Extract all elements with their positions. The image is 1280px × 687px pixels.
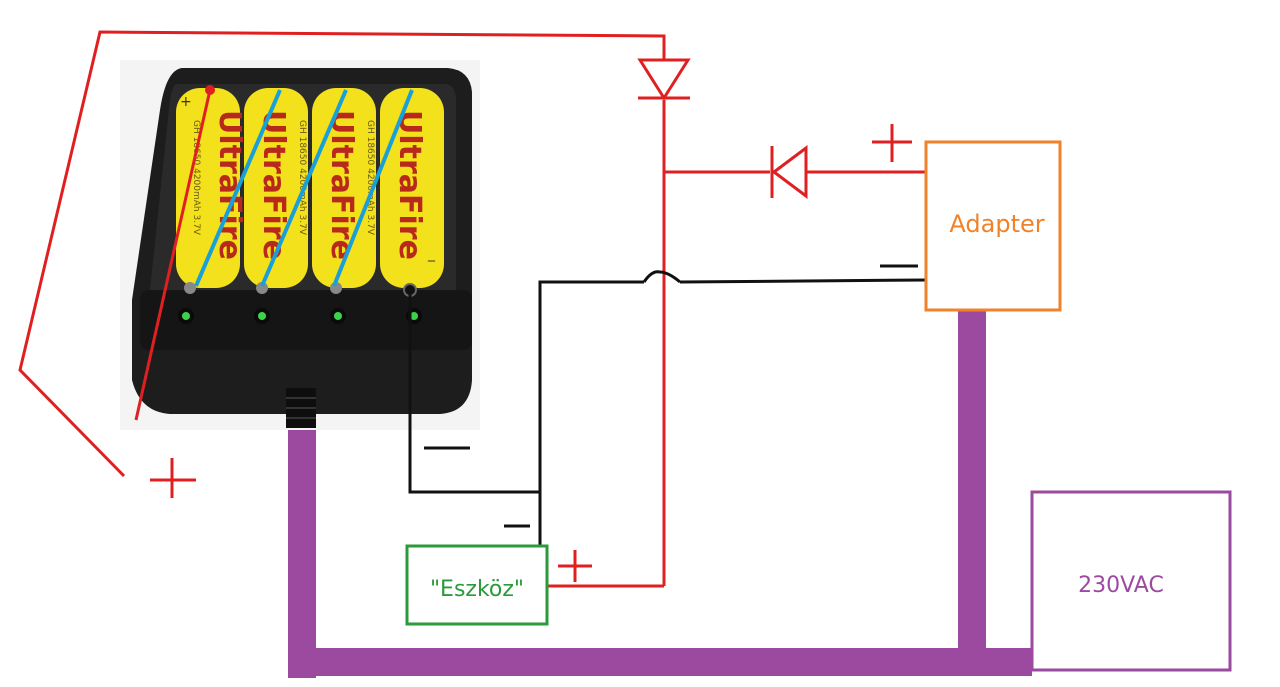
series-links: [194, 89, 414, 287]
eszkoz-label: "Eszköz": [430, 577, 524, 602]
ac-wiring: [288, 310, 1032, 678]
eszkoz-box: "Eszköz": [405, 544, 549, 626]
battery-spec-label-2: GH 18650 4200mAh 3.7V: [297, 120, 307, 236]
ac-source-label: 230VAC: [1078, 573, 1164, 598]
led-3: [334, 312, 342, 320]
led-1: [182, 312, 190, 320]
led-4: [410, 312, 418, 320]
diode-battery: [637, 58, 691, 101]
battery-cell-4: UltraFire _: [380, 88, 444, 288]
positive-wiring: [18, 30, 926, 588]
plus-sign-eszkoz: [558, 550, 592, 582]
plus-sign-adapter: [872, 124, 912, 162]
battery-plus-mark-1: +: [180, 94, 192, 110]
negative-wiring: [408, 270, 927, 546]
battery-cell-2: UltraFire GH 18650 4200mAh 3.7V: [244, 88, 308, 288]
led-2: [258, 312, 266, 320]
battery-brand-label-4: UltraFire: [392, 110, 427, 260]
battery-minus-mark-4: _: [427, 246, 436, 262]
battery-spec-label-1: GH 18650 4200mAh 3.7V: [191, 120, 201, 236]
adapter-box: Adapter: [924, 140, 1062, 312]
battery-contact-2: [256, 282, 268, 294]
charge-leds: [178, 308, 422, 324]
adapter-label: Adapter: [949, 210, 1044, 238]
diode-adapter: [770, 145, 808, 199]
battery-spec-label-3: GH 18650 4200mAh 3.7V: [365, 120, 375, 236]
ac-source-box: 230VAC: [1030, 490, 1232, 672]
battery-positive-terminal: [205, 85, 215, 95]
battery-contact-1: [184, 282, 196, 294]
plus-sign-battery: [150, 458, 196, 498]
